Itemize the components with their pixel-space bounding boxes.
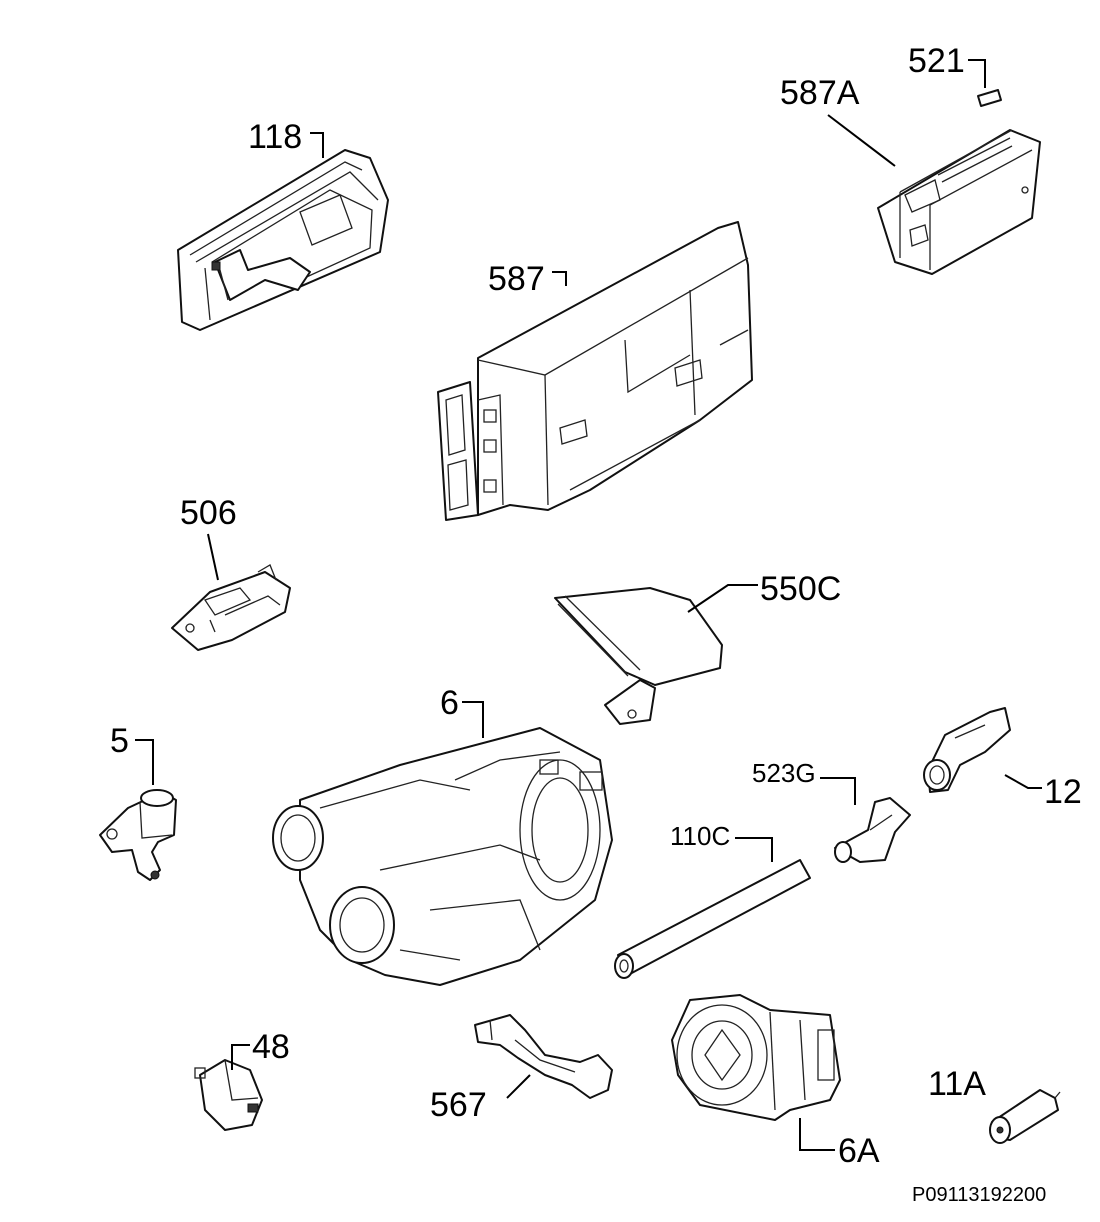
callout-6A: 6A bbox=[799, 1118, 880, 1170]
callout-587A: 587A bbox=[780, 74, 896, 167]
callout-506: 506 bbox=[180, 494, 237, 581]
callout-110C: 110C bbox=[670, 821, 773, 862]
label-110C: 110C bbox=[670, 821, 730, 851]
part-550C-cover bbox=[554, 587, 723, 725]
label-118: 118 bbox=[248, 118, 302, 156]
label-11A: 11A bbox=[928, 1065, 986, 1103]
label-587: 587 bbox=[488, 260, 545, 298]
label-506: 506 bbox=[180, 494, 237, 532]
diagram-reference-code: P09113192200 bbox=[912, 1184, 1046, 1206]
label-6: 6 bbox=[440, 684, 459, 722]
part-11A-cartridge bbox=[989, 1089, 1061, 1144]
callout-5: 5 bbox=[110, 722, 154, 785]
part-523G-hose-connector bbox=[834, 797, 911, 863]
part-506-sensor bbox=[171, 564, 291, 651]
callout-567: 567 bbox=[430, 1074, 531, 1124]
label-523G: 523G bbox=[752, 758, 816, 788]
part-110C-hose bbox=[614, 859, 811, 979]
part-567-wiring-harness bbox=[474, 1014, 613, 1099]
callout-523G: 523G bbox=[752, 758, 856, 805]
part-587-electronic-module bbox=[437, 221, 753, 521]
label-5: 5 bbox=[110, 722, 129, 760]
callout-550C: 550C bbox=[687, 570, 841, 613]
label-48: 48 bbox=[252, 1028, 290, 1066]
callout-587: 587 bbox=[488, 260, 567, 298]
part-118-control-panel bbox=[177, 149, 389, 331]
label-567: 567 bbox=[430, 1086, 487, 1124]
callout-6: 6 bbox=[440, 684, 484, 738]
callout-11A: 11A bbox=[928, 1065, 986, 1103]
callout-12: 12 bbox=[1004, 773, 1082, 811]
callout-521: 521 bbox=[908, 42, 986, 88]
label-6A: 6A bbox=[838, 1132, 880, 1170]
part-6-circulation-pump bbox=[272, 727, 613, 986]
part-5-inlet-valve bbox=[99, 789, 177, 881]
callout-48: 48 bbox=[231, 1028, 290, 1070]
part-6A-drain-pump bbox=[671, 994, 841, 1121]
label-12: 12 bbox=[1044, 773, 1082, 811]
callout-118: 118 bbox=[248, 118, 324, 158]
label-550C: 550C bbox=[760, 570, 841, 608]
label-587A: 587A bbox=[780, 74, 860, 112]
part-48-sensor bbox=[194, 1059, 263, 1131]
part-12-pressure-switch bbox=[923, 707, 1011, 793]
part-587A-control-module bbox=[877, 129, 1041, 275]
label-521: 521 bbox=[908, 42, 965, 80]
part-521-connector bbox=[977, 89, 1002, 107]
